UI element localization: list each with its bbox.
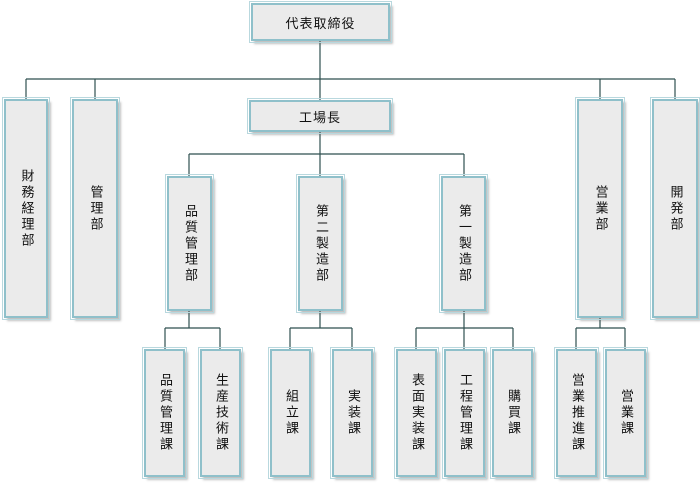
sales-promo-section-box: 営業推進課: [554, 347, 599, 479]
mounting-section-label: 実装課: [345, 389, 360, 437]
qc-section-label: 品質管理課: [157, 373, 172, 453]
quality-dept-label: 品質管理部: [182, 203, 197, 284]
surface-mount-section-box: 表面実装課: [394, 347, 439, 479]
assembly-section-box: 組立課: [268, 347, 313, 479]
surface-mount-section-label: 表面実装課: [409, 373, 424, 453]
mfg2-dept-label: 第二製造部: [313, 203, 328, 284]
sales-section-box: 営業課: [603, 347, 648, 479]
mfg2-dept-box: 第二製造部: [296, 174, 345, 313]
process-control-section-label: 工程管理課: [457, 373, 472, 453]
mounting-section-box: 実装課: [330, 347, 375, 479]
assembly-section-label: 組立課: [283, 389, 298, 437]
mfg1-dept-label: 第一製造部: [456, 203, 471, 284]
process-control-section-box: 工程管理課: [442, 347, 487, 479]
admin-dept-label: 管理部: [87, 184, 103, 233]
prodtech-section-label: 生産技術課: [213, 373, 228, 453]
purchasing-section-box: 購買課: [490, 347, 535, 479]
sales-dept-label: 営業部: [592, 184, 608, 233]
prodtech-section-box: 生産技術課: [198, 347, 243, 479]
admin-dept-box: 管理部: [70, 97, 120, 320]
ceo-label: 代表取締役: [285, 16, 356, 32]
quality-dept-box: 品質管理部: [165, 174, 214, 313]
sales-dept-box: 営業部: [575, 97, 625, 320]
ceo-box: 代表取締役: [249, 1, 392, 43]
mfg1-dept-box: 第一製造部: [439, 174, 488, 313]
finance-dept-box: 財務経理部: [2, 97, 50, 320]
purchasing-section-label: 購買課: [505, 389, 520, 437]
sales-promo-section-label: 営業推進課: [569, 373, 584, 453]
finance-dept-label: 財務経理部: [18, 168, 34, 249]
dev-dept-box: 開発部: [650, 97, 700, 320]
factory-manager-box: 工場長: [247, 98, 393, 134]
factory-manager-label: 工場長: [298, 110, 341, 126]
sales-section-label: 営業課: [618, 389, 633, 437]
qc-section-box: 品質管理課: [142, 347, 187, 479]
dev-dept-label: 開発部: [667, 184, 683, 233]
